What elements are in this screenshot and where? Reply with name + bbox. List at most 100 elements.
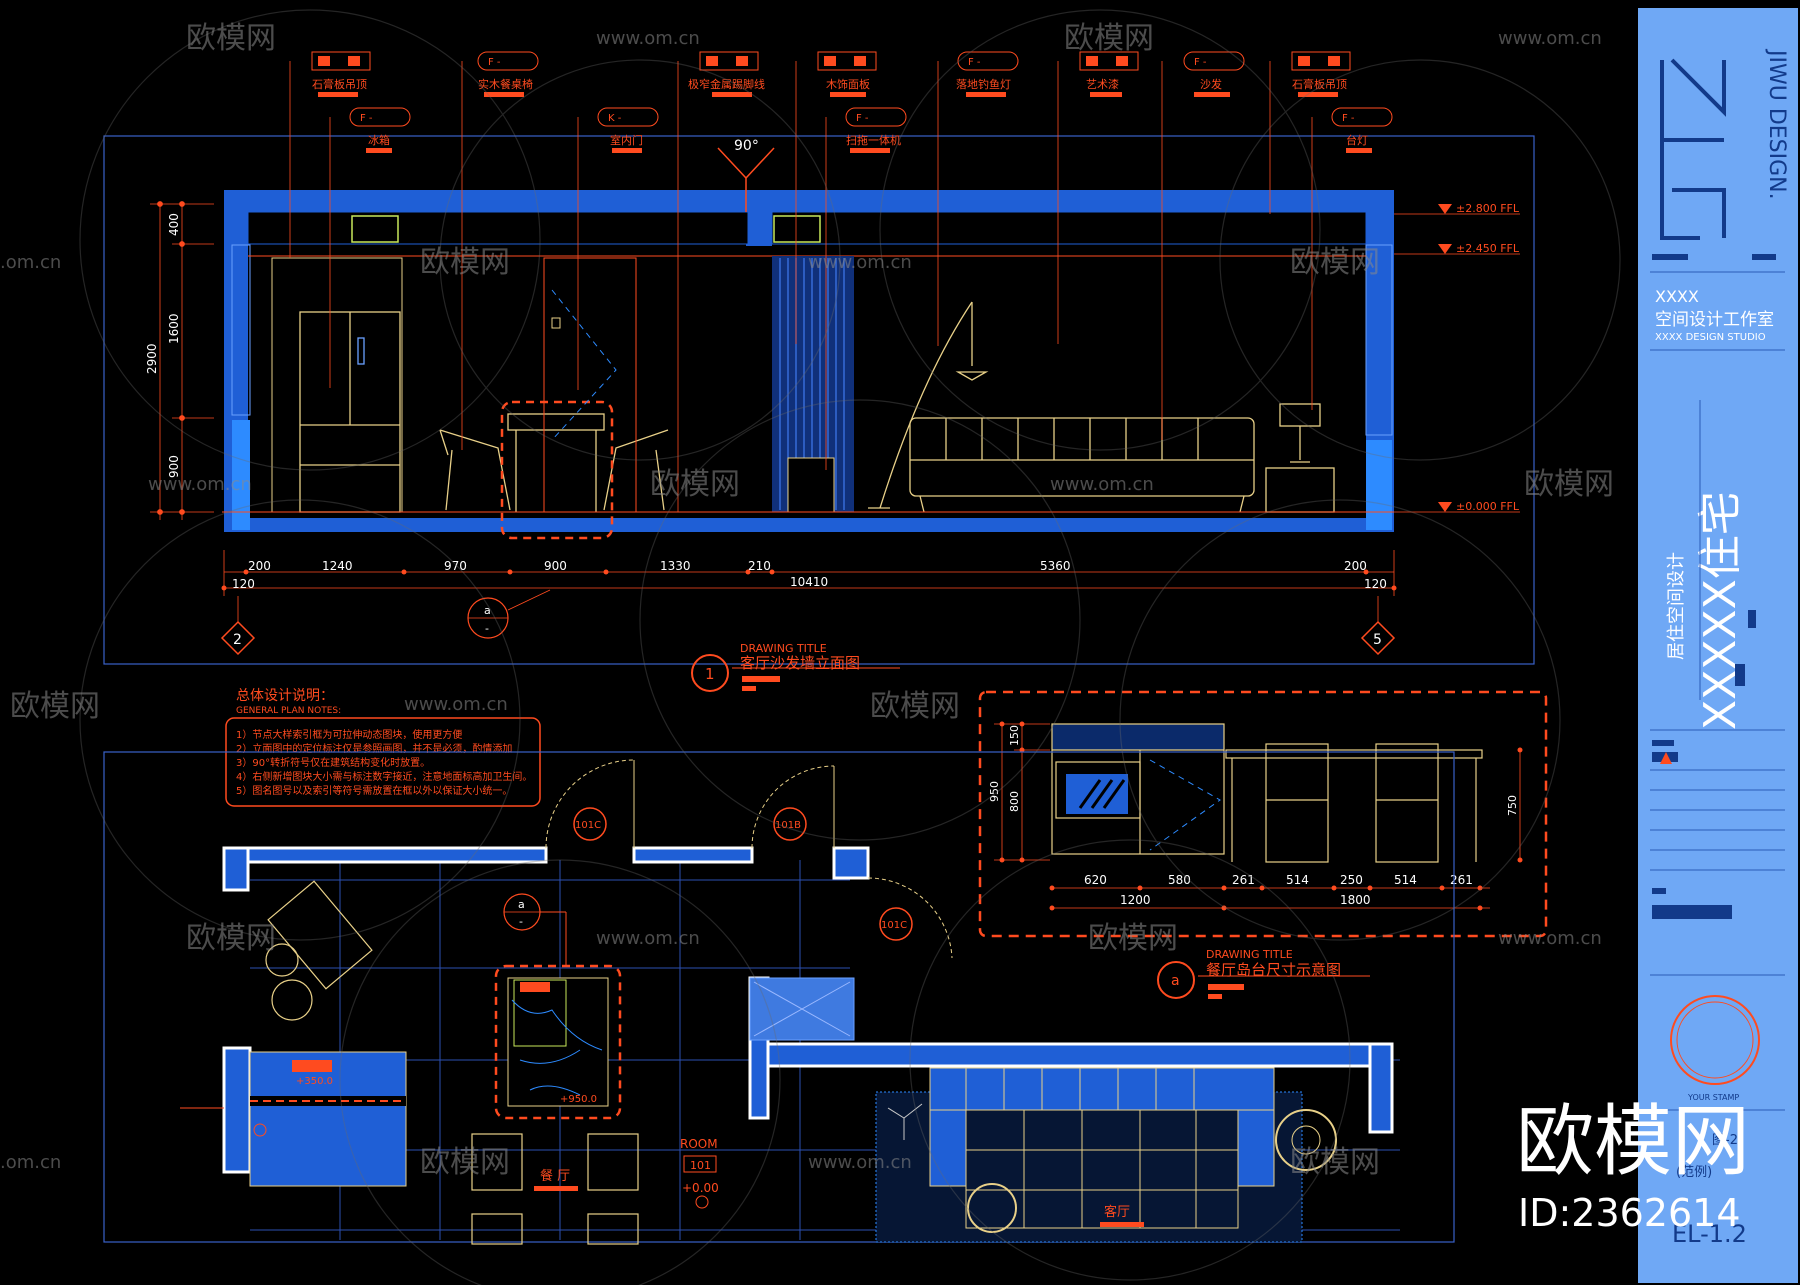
detail-frame — [978, 690, 1548, 938]
callout: F - 扫拖一体机 — [825, 107, 907, 470]
floor-lamp-plan — [887, 1103, 923, 1140]
warning-icon — [1660, 752, 1672, 764]
vdim: 400 — [167, 213, 181, 236]
detail-hdim: 514 — [1394, 873, 1417, 887]
vdim: 900 — [167, 455, 181, 478]
watermark-site: www.om.cn — [808, 1152, 912, 1173]
watermark-site: .om.cn — [0, 252, 61, 273]
detail-right-dim: 750 — [1506, 795, 1519, 816]
oven — [1066, 774, 1128, 814]
plan-ref-label: a — [518, 898, 525, 911]
project-code-bar — [1652, 905, 1732, 919]
floor-plan: +350.0 +950.0 a - 101C 101B 101C — [103, 751, 1455, 1245]
detail-ref-label: a — [484, 604, 491, 617]
ceiling-light-2 — [773, 215, 821, 243]
callout-label: 冰箱 — [368, 133, 390, 147]
watermark-brand: 欧模网 — [1088, 921, 1178, 956]
robot-vacuum — [787, 457, 835, 513]
callout: F - 落地钓鱼灯 — [937, 51, 1019, 346]
watermark-brand: 欧模网 — [870, 689, 960, 724]
project-subtitle: 居住空间设计 — [1666, 552, 1687, 660]
title-cn: 客厅沙发墙立面图 — [740, 654, 860, 672]
callout-code: F - — [1194, 57, 1207, 68]
door-tag — [773, 807, 807, 841]
hdim-small: 120 — [1364, 577, 1387, 591]
turn-angle: 90° — [734, 138, 759, 154]
title-block-lines — [1650, 769, 1785, 1111]
watermark-brand: 欧模网 — [1290, 1145, 1380, 1180]
watermark-site: www.om.cn — [596, 28, 700, 49]
door-tag-label: 101B — [775, 820, 801, 831]
company-name: 空间设计工作室 — [1655, 310, 1774, 330]
elevation-frame — [103, 135, 1535, 665]
notes-box — [225, 717, 541, 807]
callout: 石膏板吊顶 — [1269, 51, 1351, 214]
title-en: DRAWING TITLE — [740, 642, 827, 655]
watermark-brand: 欧模网 — [10, 689, 100, 724]
overlay-id: ID:2362614 — [1518, 1191, 1741, 1235]
island-callout-box — [494, 964, 622, 1120]
detail-htotal: 1200 — [1120, 893, 1151, 907]
hdim: 970 — [444, 559, 467, 573]
detail-ref-sub: - — [485, 622, 489, 635]
note-item: 4）右侧新增图块大小需与标注数字接近，注意地面标高加卫生间。 — [236, 770, 532, 783]
sofa — [909, 417, 1255, 513]
callout-code: F - — [968, 57, 981, 68]
watermark-arcs — [79, 9, 1621, 1285]
callout-row-1: 石膏板吊顶 F - 实木餐桌椅 极窄金属踢脚线 木饰 — [289, 51, 1351, 512]
logo-bar-2 — [1752, 254, 1776, 260]
room-number-box — [683, 1155, 717, 1173]
watermark-site: .om.cn — [0, 1152, 61, 1173]
dining-label: 餐 厅 — [540, 1168, 570, 1184]
callout-label: 木饰面板 — [826, 77, 870, 91]
plan-ref-sub: - — [519, 915, 523, 928]
plan-walls — [222, 846, 1394, 1174]
watermark-brand: 欧模网 — [1064, 21, 1154, 56]
level-label: ±2.450 FFL — [1456, 242, 1520, 255]
hdim: 200 — [1344, 559, 1367, 573]
callout: F - 沙发 — [1161, 51, 1245, 440]
level-label: ±0.000 FFL — [1456, 500, 1520, 513]
dim-ticks — [221, 569, 1397, 591]
detail-title-number: a — [1171, 973, 1180, 989]
kitchen-counter — [249, 1051, 407, 1187]
callout-label: 实木餐桌椅 — [478, 77, 533, 91]
notes-title: 总体设计说明： — [236, 688, 334, 704]
callout-label: 落地钓鱼灯 — [956, 77, 1011, 91]
side-table-lamp — [1265, 403, 1335, 513]
note-item: 5）图名图号以及索引等符号需放置在框以外以保证大小统一。 — [236, 784, 512, 797]
callout: 极窄金属踢脚线 — [677, 51, 765, 512]
island-table-chairs — [1225, 743, 1483, 863]
plan-level: +350.0 — [296, 1076, 333, 1087]
logo-bar — [1652, 254, 1688, 260]
vdim: 1600 — [167, 313, 181, 344]
level-markers: ±2.800 FFL ±2.450 FFL ±0.000 FFL — [1394, 202, 1520, 513]
door-tag-label: 101C — [881, 920, 907, 931]
vertical-dimensions — [150, 201, 214, 520]
callout-label: 艺术漆 — [1086, 78, 1119, 91]
detail-vdim-total: 950 — [988, 781, 1001, 802]
level-label: ±2.800 FFL — [1456, 202, 1520, 215]
hdim-total: 10410 — [790, 575, 828, 589]
callout: 木饰面板 — [795, 51, 877, 344]
plan-level-2: +950.0 — [560, 1094, 597, 1105]
title-block-panel — [1638, 8, 1798, 1283]
sheet-number: EL-1.2 — [1672, 1220, 1747, 1248]
callout: K - 室内门 — [577, 107, 659, 390]
callout-label: 台灯 — [1346, 133, 1368, 147]
hdim: 900 — [544, 559, 567, 573]
island-counter — [1051, 723, 1225, 855]
detail-title-en: DRAWING TITLE — [1206, 948, 1293, 961]
room-label: ROOM — [680, 1137, 718, 1151]
callout-code: F - — [360, 113, 373, 124]
door-tag-label: 101C — [575, 820, 601, 831]
watermark-site: www.om.cn — [404, 694, 508, 715]
section-marker-label: 2 — [233, 632, 242, 648]
watermark-site: www.om.cn — [596, 928, 700, 949]
living-label: 客厅 — [1104, 1204, 1130, 1220]
hdim: 200 — [248, 559, 271, 573]
project-title: XXXXX住宅 — [1695, 491, 1746, 730]
room-level: +0.00 — [682, 1181, 719, 1195]
company-en: XXXX DESIGN STUDIO — [1655, 332, 1766, 343]
